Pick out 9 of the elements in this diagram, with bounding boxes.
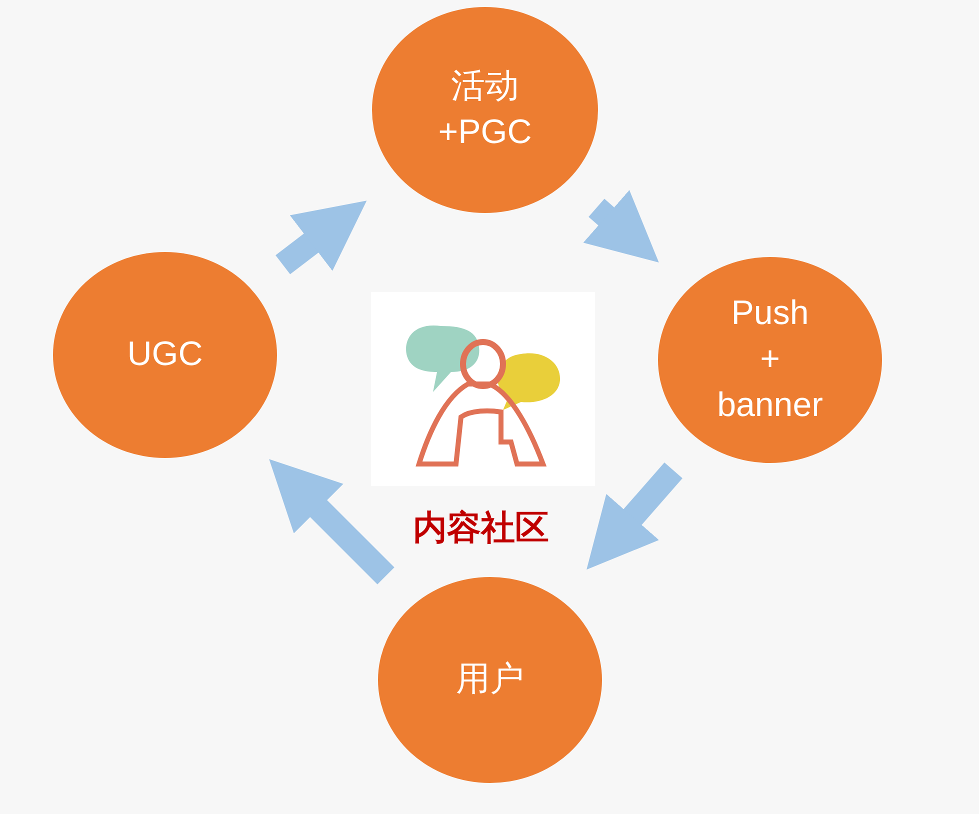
node-text: UGC bbox=[126, 334, 204, 376]
block-arrow bbox=[269, 459, 394, 584]
node-text: 活动 +PGC bbox=[437, 66, 533, 153]
block-arrow bbox=[586, 462, 682, 570]
center-label: 内容社区 bbox=[413, 507, 549, 550]
block-arrow bbox=[583, 190, 659, 263]
node-text: Push + banner bbox=[716, 293, 824, 426]
block-arrow bbox=[276, 200, 367, 274]
node-text: 用户 bbox=[455, 659, 525, 700]
